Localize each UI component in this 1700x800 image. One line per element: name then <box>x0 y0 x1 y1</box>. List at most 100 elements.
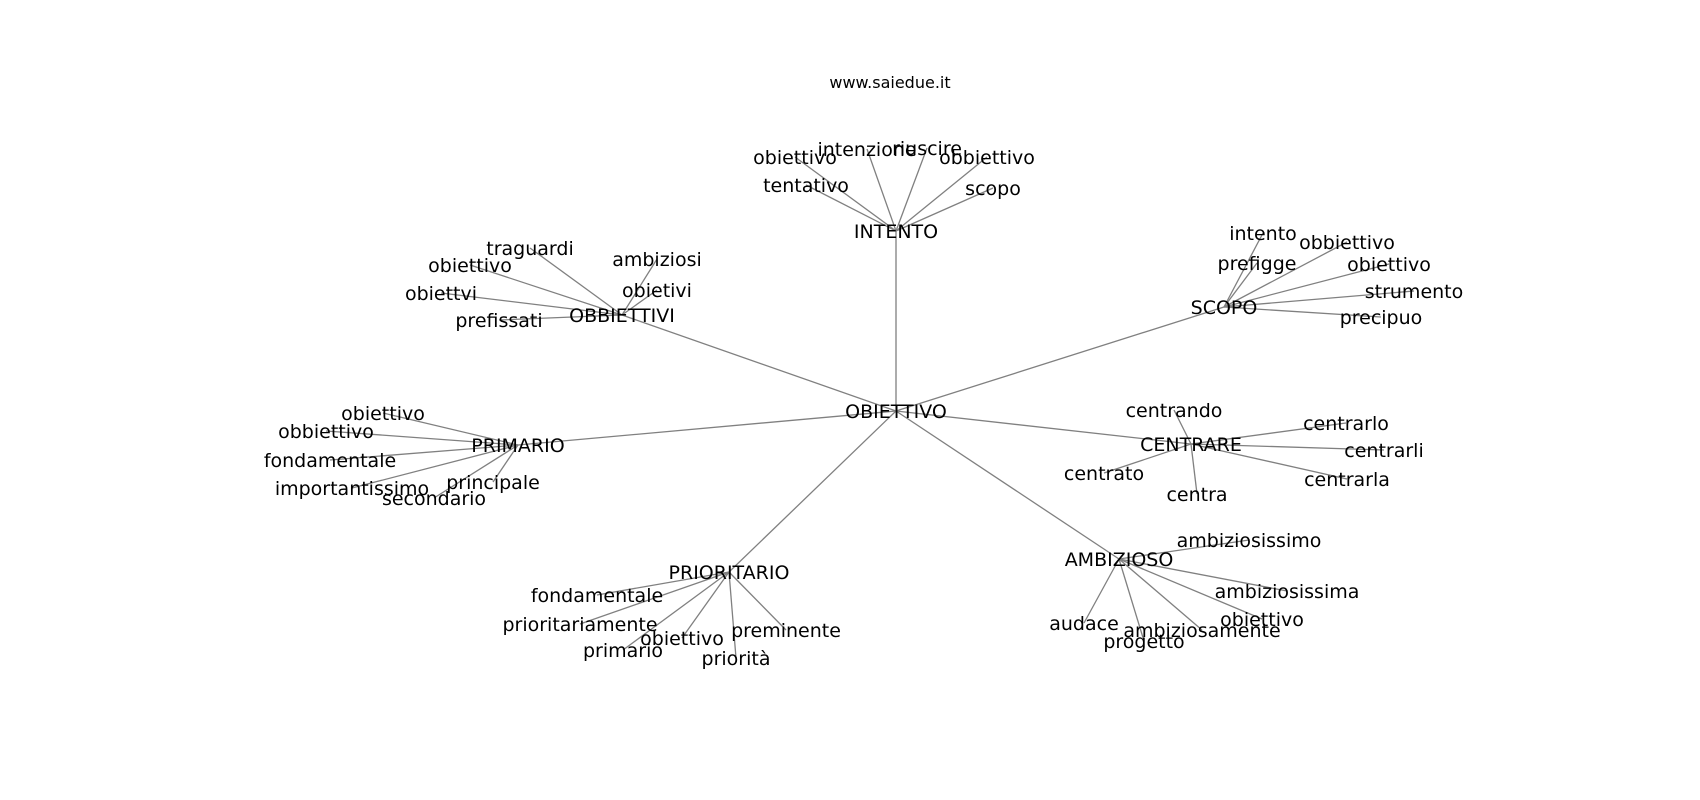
edge-primario-fondamentale <box>329 444 519 461</box>
edge-centrare-centrato <box>1103 443 1192 474</box>
leaf-node-obbiettivi-ambiziosi: ambiziosi <box>612 249 702 271</box>
leaf-node-centrare-centrato: centrato <box>1064 463 1144 485</box>
edge-centrare-centrando <box>1173 409 1192 445</box>
leaf-node-prioritario-fondamentale: fondamentale <box>531 585 663 607</box>
edge-obbiettivi-traguardi <box>529 247 623 316</box>
site-label: www.saiedue.it <box>829 73 950 92</box>
leaf-node-primario-secondario: secondario <box>382 488 486 510</box>
edge-prioritario-primario <box>622 571 730 651</box>
leaf-node-primario-fondamentale: fondamentale <box>264 450 396 472</box>
edge-obbiettivi-obiettvi <box>440 292 623 316</box>
leaf-node-obbiettivi-obiettivo: obiettivo <box>428 255 512 277</box>
leaf-node-prioritario-obiettivo: obiettivo <box>640 628 724 650</box>
leaf-node-scopo-obbiettivo: obbiettivo <box>1299 232 1395 254</box>
edge-ambizioso-ambiziosamente <box>1118 558 1203 631</box>
leaf-node-intento-tentativo: tentativo <box>763 175 849 197</box>
hub-node-intento: INTENTO <box>854 221 938 243</box>
leaf-node-centrare-centra: centra <box>1166 484 1227 506</box>
edge-root-centrare <box>895 410 1192 445</box>
leaf-node-prioritario-priorita: priorità <box>702 648 771 670</box>
hub-node-prioritario: PRIORITARIO <box>669 562 790 584</box>
leaf-node-centrare-centrarla: centrarla <box>1304 469 1390 491</box>
edges-layer <box>325 147 1415 659</box>
edge-centrare-centrarla <box>1190 443 1348 480</box>
edge-scopo-obbiettivo <box>1223 241 1348 308</box>
edge-root-obbiettivi <box>621 314 897 412</box>
leaf-node-primario-obiettivo: obiettivo <box>341 403 425 425</box>
edge-intento-tentativo <box>805 184 897 232</box>
leaf-node-obbiettivi-obietivi: obietivi <box>622 280 692 302</box>
edge-primario-obbiettivo <box>325 430 519 446</box>
edge-prioritario-prioritariamente <box>579 571 730 625</box>
leaf-node-intento-obiettivo: obiettivo <box>753 147 837 169</box>
edge-ambizioso-obiettivo <box>1118 558 1263 620</box>
root-node-label: OBIETTIVO <box>845 401 947 423</box>
edge-ambizioso-progetto <box>1118 558 1145 642</box>
leaf-node-ambizioso-obiettivo: obiettivo <box>1220 609 1304 631</box>
edge-prioritario-obiettivo <box>681 571 730 639</box>
edge-centrare-centra <box>1190 443 1198 495</box>
leaf-node-obbiettivi-traguardi: traguardi <box>486 238 573 260</box>
leaf-node-intento-scopo: scopo <box>965 178 1021 200</box>
leaf-node-ambizioso-ambiziosamente: ambiziosamente <box>1123 620 1280 642</box>
leaf-node-centrare-centrarlo: centrarlo <box>1303 413 1389 435</box>
labels-layer: OBIETTIVOINTENTOobiettivointenzioneriusc… <box>264 138 1463 670</box>
leaf-node-centrare-centrando: centrando <box>1126 400 1223 422</box>
edge-ambizioso-audace <box>1083 558 1120 624</box>
leaf-node-primario-principale: principale <box>446 472 540 494</box>
edge-scopo-obiettivo <box>1223 263 1390 308</box>
leaf-node-intento-intenzione: intenzione <box>817 139 916 161</box>
hub-node-ambizioso: AMBIZIOSO <box>1065 549 1174 571</box>
leaf-node-scopo-intento: intento <box>1229 223 1297 245</box>
leaf-node-prioritario-prioritariamente: prioritariamente <box>502 614 657 636</box>
leaf-node-primario-importantissimo: importantissimo <box>275 478 429 500</box>
edge-intento-obbiettivo <box>895 156 988 232</box>
edge-centrare-centrarlo <box>1190 422 1347 445</box>
edge-obbiettivi-obiettivo <box>469 264 623 316</box>
leaf-node-centrare-centrarli: centrarli <box>1344 440 1423 462</box>
hub-node-centrare: CENTRARE <box>1140 434 1242 456</box>
edge-intento-intenzione <box>866 148 897 232</box>
leaf-node-ambizioso-progetto: progetto <box>1103 631 1184 653</box>
leaf-node-primario-obbiettivo: obbiettivo <box>278 421 374 443</box>
edge-primario-principale <box>492 444 519 483</box>
edge-ambizioso-ambiziosissimo <box>1118 539 1250 560</box>
edge-obbiettivi-obietivi <box>621 289 658 316</box>
leaf-node-intento-obbiettivo: obbiettivo <box>939 147 1035 169</box>
leaf-node-prioritario-preminente: preminente <box>731 620 841 642</box>
hub-node-obbiettivi: OBBIETTIVI <box>569 305 675 327</box>
leaf-node-prioritario-primario: primario <box>583 640 663 662</box>
edge-primario-obiettivo <box>382 412 519 446</box>
leaf-node-ambizioso-audace: audace <box>1049 613 1119 635</box>
edge-obbiettivi-ambiziosi <box>621 258 658 316</box>
leaf-node-intento-riuscire: riuscire <box>892 138 962 160</box>
edge-root-prioritario <box>728 410 897 573</box>
edge-prioritario-fondamentale <box>596 571 730 596</box>
edge-obbiettivi-prefissati <box>498 314 623 321</box>
hub-node-scopo: SCOPO <box>1191 297 1258 319</box>
edge-intento-scopo <box>895 187 994 232</box>
edge-prioritario-priorita <box>728 571 737 659</box>
hub-node-primario: PRIMARIO <box>471 435 564 457</box>
leaf-node-obbiettivi-obiettvi: obiettvi <box>405 283 477 305</box>
leaf-node-scopo-precipuo: precipuo <box>1340 307 1423 329</box>
edge-centrare-centrarli <box>1190 443 1385 451</box>
leaf-node-obbiettivi-prefissati: prefissati <box>455 310 542 332</box>
leaf-node-scopo-strumento: strumento <box>1365 281 1464 303</box>
edge-primario-secondario <box>433 444 519 499</box>
edge-scopo-prefigge <box>1223 262 1258 308</box>
leaf-node-ambizioso-ambiziosissimo: ambiziosissimo <box>1177 530 1322 552</box>
edge-ambizioso-ambiziosissima <box>1118 558 1288 592</box>
edge-intento-obiettivo <box>794 156 897 232</box>
edge-root-scopo <box>895 306 1225 412</box>
edge-primario-importantissimo <box>351 444 519 489</box>
edge-scopo-precipuo <box>1223 306 1382 318</box>
edge-scopo-intento <box>1223 232 1264 308</box>
leaf-node-scopo-obiettivo: obiettivo <box>1347 254 1431 276</box>
edge-intento-riuscire <box>895 147 928 232</box>
edge-scopo-strumento <box>1223 290 1415 308</box>
edge-root-ambizioso <box>895 410 1120 560</box>
leaf-node-scopo-prefigge: prefigge <box>1218 253 1297 275</box>
edge-prioritario-preminente <box>728 571 787 631</box>
